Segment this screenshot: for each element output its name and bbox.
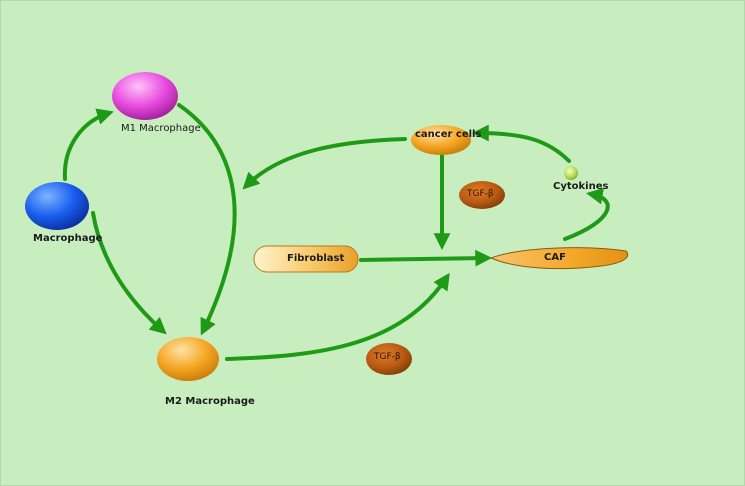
cytokines-label: Cytokines	[553, 181, 609, 192]
cytokines-cell	[564, 166, 578, 180]
m1-macrophage-cell	[112, 72, 178, 120]
arrow-macrophage-to-m1	[62, 108, 114, 181]
caf-cell	[489, 247, 629, 270]
tgf-beta-bottom-cell	[366, 343, 412, 375]
arrow-cancer-to-m2-path	[242, 137, 407, 190]
arrow-m1-to-m2	[177, 103, 237, 336]
macrophage-cell	[25, 182, 89, 230]
m2-macrophage-label: M2 Macrophage	[165, 396, 255, 407]
fibroblast-cell	[253, 245, 359, 273]
arrow-cytokines-to-cancer	[471, 124, 571, 163]
m1-macrophage-label: M1 Macrophage	[121, 123, 201, 134]
fibroblast-label: Fibroblast	[287, 253, 345, 264]
tgf-beta-bottom-label: TGF-β	[374, 352, 401, 362]
arrow-caf-to-cytokines	[563, 187, 610, 241]
cancer-cells-cell	[411, 125, 471, 155]
arrow-fibroblast-to-caf	[359, 249, 493, 267]
tgf-beta-top-label: TGF-β	[467, 189, 494, 199]
m2-macrophage-cell	[157, 337, 219, 381]
arrow-m2-to-caf	[225, 272, 450, 361]
caf-label: CAF	[544, 252, 566, 263]
macrophage-label: Macrophage	[33, 233, 103, 244]
tgf-beta-top-cell	[459, 181, 505, 209]
arrow-macrophage-to-m2	[91, 211, 167, 335]
cancer-cells-label: cancer cells	[415, 129, 482, 140]
